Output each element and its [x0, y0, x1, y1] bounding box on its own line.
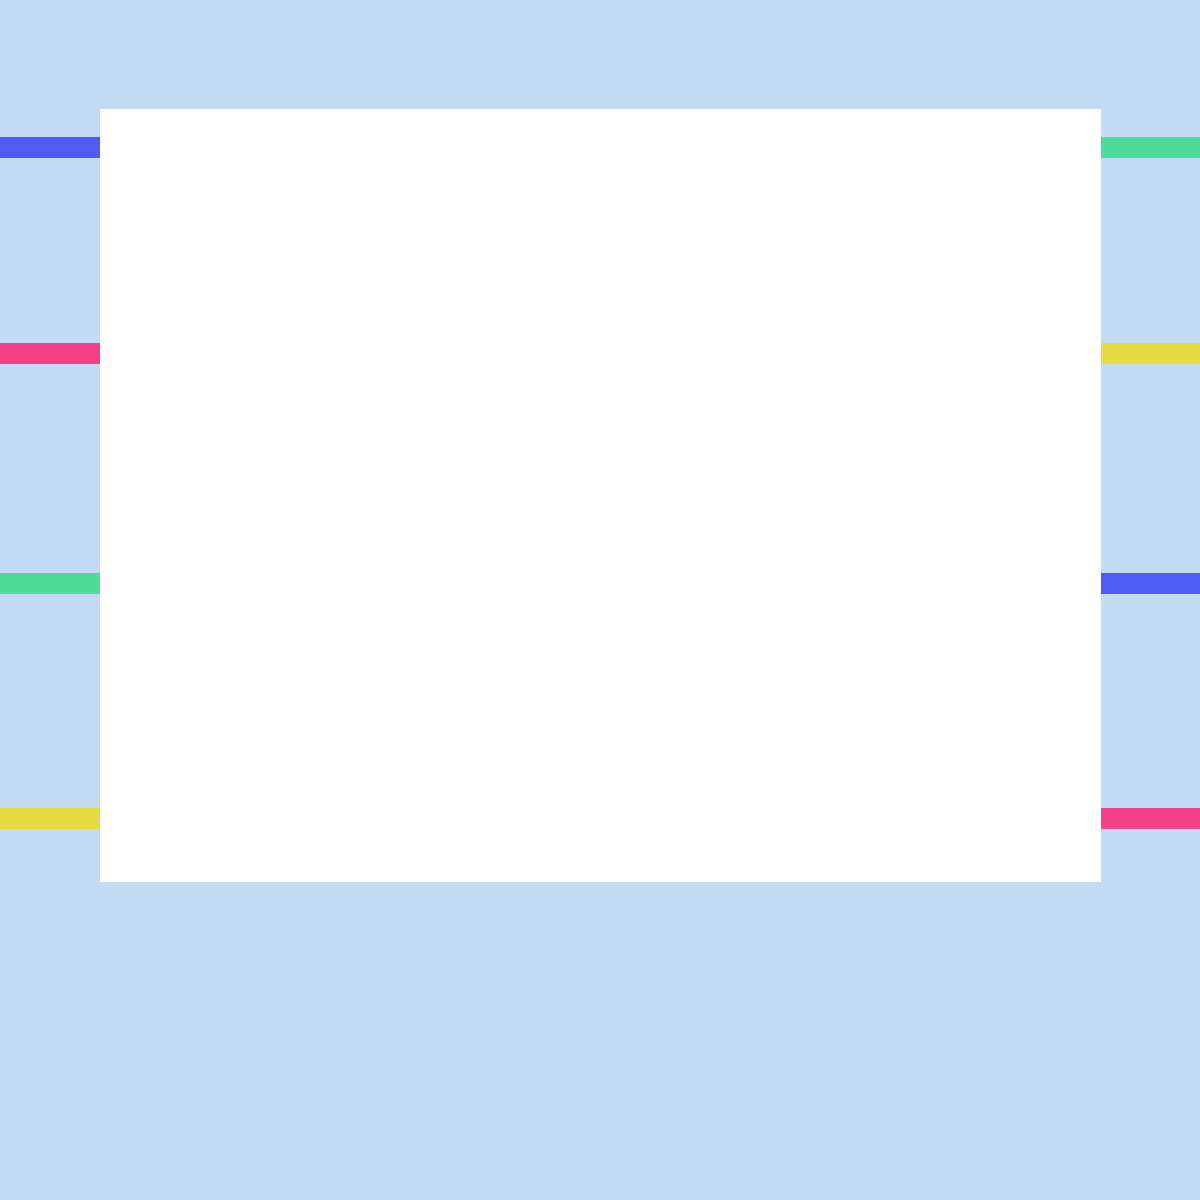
right-tab-4[interactable] — [1101, 808, 1200, 829]
left-tab-4[interactable] — [0, 808, 100, 829]
right-tab-2[interactable] — [1101, 343, 1200, 364]
left-tab-3[interactable] — [0, 573, 100, 594]
left-tab-2[interactable] — [0, 343, 100, 364]
right-tab-1[interactable] — [1101, 137, 1200, 158]
main-content-panel — [100, 109, 1101, 882]
right-tab-3[interactable] — [1101, 573, 1200, 594]
left-tab-1[interactable] — [0, 137, 100, 158]
